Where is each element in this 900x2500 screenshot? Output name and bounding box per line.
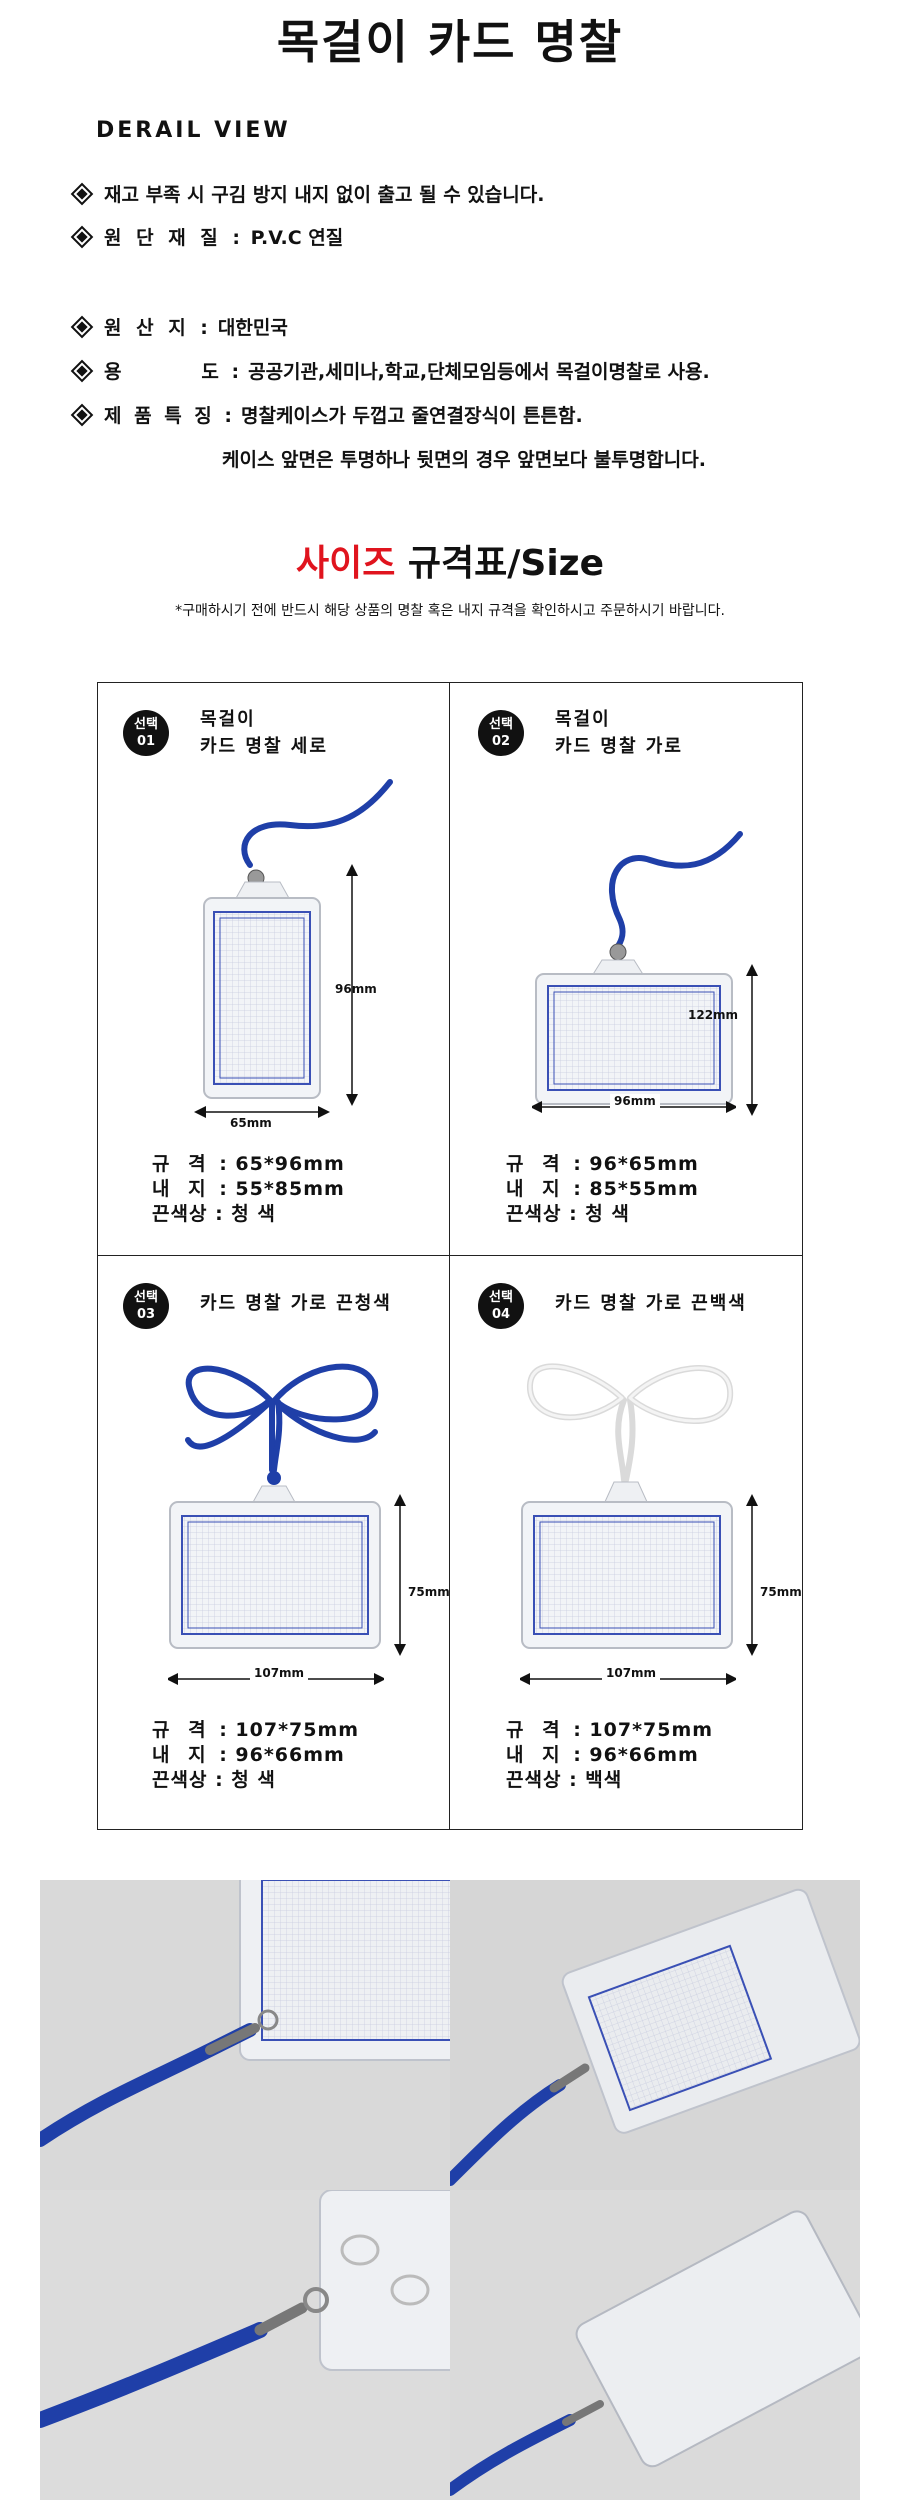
inner-card-frame <box>187 1521 363 1629</box>
spec-row-material: 원 단 재 질 : P.V.C 연질 <box>70 223 344 250</box>
option-badge-03: 선택 03 <box>123 1283 169 1329</box>
option-name-01: 목걸이 카드 명찰 세로 <box>200 706 328 760</box>
badge-number: 04 <box>491 1307 511 1322</box>
inner-card <box>533 1515 721 1635</box>
option-name-line1: 목걸이 <box>555 709 611 730</box>
blue-cord <box>185 1363 379 1473</box>
spec-label: 제 품 특 징 : <box>104 405 235 427</box>
inner-card-frame <box>539 1521 715 1629</box>
clip-ring <box>609 943 627 961</box>
white-cord <box>526 1363 734 1483</box>
option-badge-01: 선택 01 <box>123 710 169 756</box>
vertical-card-holder-illustration <box>194 779 393 1118</box>
spec-insert: 내 지 : 96*66mm <box>152 1744 345 1766</box>
spec-label: 원 산 지 : <box>104 317 212 339</box>
spec-value: P.V.C 연질 <box>243 227 344 249</box>
spec-size: 규 격 : 107*75mm <box>506 1719 714 1741</box>
inner-card-frame <box>553 991 715 1085</box>
horizontal-card-white-cord-illustration <box>521 1363 758 1656</box>
spec-size: 규 격 : 107*75mm <box>152 1719 360 1741</box>
badge-number: 02 <box>491 734 511 749</box>
spec-label: 용 도 : <box>104 361 243 383</box>
option-name-line2: 카드 명찰 세로 <box>200 736 328 757</box>
size-title-rest: 규격표/Size <box>395 543 605 584</box>
option-name-04: 카드 명찰 가로 끈백색 <box>555 1293 747 1314</box>
diamond-bullet-icon <box>70 359 94 382</box>
blue-cord <box>608 831 743 949</box>
spec-cord-color: 끈색상 : 백색 <box>506 1769 623 1791</box>
option-specs-04: 규 격 : 107*75mm 내 지 : 96*66mm 끈색상 : 백색 <box>506 1718 713 1793</box>
option-name-03: 카드 명찰 가로 끈청색 <box>200 1293 392 1314</box>
badge-label: 선택 <box>134 717 158 732</box>
spec-value: 공공기관,세미나,학교,단체모임등에서 목걸이명찰로 사용. <box>248 361 710 383</box>
spec-row-usage: 용 도 : 공공기관,세미나,학교,단체모임등에서 목걸이명찰로 사용. <box>70 357 710 384</box>
spec-cord-color: 끈색상 : 청 색 <box>152 1203 276 1225</box>
spec-insert: 내 지 : 85*55mm <box>506 1178 699 1200</box>
diamond-bullet-icon <box>70 182 94 205</box>
product-photo-3 <box>40 2190 450 2500</box>
badge-number: 03 <box>136 1307 156 1322</box>
cord-knot <box>267 1471 281 1485</box>
option-specs-02: 규 격 : 96*65mm 내 지 : 85*55mm 끈색상 : 청 색 <box>506 1152 699 1227</box>
option-badge-04: 선택 04 <box>478 1283 524 1329</box>
height-label: 96mm <box>335 982 377 996</box>
width-label: 107mm <box>250 1666 309 1680</box>
width-label: 96mm <box>610 1094 660 1108</box>
option-specs-01: 규 격 : 65*96mm 내 지 : 55*85mm 끈색상 : 청 색 <box>152 1152 345 1227</box>
detail-view-heading: DERAIL VIEW <box>96 118 291 143</box>
blue-cord <box>241 779 393 868</box>
option-name-line2: 카드 명찰 가로 <box>555 736 683 757</box>
width-label: 107mm <box>602 1666 661 1680</box>
diamond-bullet-icon <box>70 225 94 248</box>
spec-value: 명찰케이스가 두껍고 줄연결장식이 튼튼함. <box>240 405 583 427</box>
table-divider-vertical <box>449 682 450 1830</box>
diamond-bullet-icon <box>70 403 94 426</box>
option-badge-02: 선택 02 <box>478 710 524 756</box>
option-name-02: 목걸이 카드 명찰 가로 <box>555 706 683 760</box>
table-divider-horizontal <box>97 1255 803 1256</box>
width-label: 65mm <box>230 1116 272 1130</box>
product-photo-4 <box>450 2190 860 2500</box>
inner-card <box>181 1515 369 1635</box>
option-specs-03: 규 격 : 107*75mm 내 지 : 96*66mm 끈색상 : 청 색 <box>152 1718 359 1793</box>
product-photo-2 <box>450 1880 860 2190</box>
height-label: 122mm <box>688 1008 739 1022</box>
spec-size: 규 격 : 65*96mm <box>152 1153 345 1175</box>
inner-card <box>213 911 311 1085</box>
spec-label: 원 단 재 질 : <box>104 227 244 249</box>
spec-value: 재고 부족 시 구김 방지 내지 없이 출고 될 수 있습니다. <box>104 184 545 206</box>
spec-features-continuation: 케이스 앞면은 투명하나 뒷면의 경우 앞면보다 불투명합니다. <box>222 449 706 471</box>
badge-number: 01 <box>136 734 156 749</box>
inner-card <box>547 985 721 1091</box>
spec-cord-color: 끈색상 : 청 색 <box>152 1769 276 1791</box>
spec-insert: 내 지 : 96*66mm <box>506 1744 699 1766</box>
option-name-line1: 목걸이 <box>200 709 256 730</box>
size-table <box>97 682 803 1830</box>
spec-cord-color: 끈색상 : 청 색 <box>506 1203 630 1225</box>
diamond-bullet-icon <box>70 315 94 338</box>
page-title: 목걸이 카드 명찰 <box>276 15 624 69</box>
inner-card-frame <box>219 917 305 1079</box>
height-label: 75mm <box>408 1585 450 1599</box>
spec-insert: 내 지 : 55*85mm <box>152 1178 345 1200</box>
spec-row-origin: 원 산 지 : 대한민국 <box>70 313 288 340</box>
spec-row-stock: 재고 부족 시 구김 방지 내지 없이 출고 될 수 있습니다. <box>70 180 545 207</box>
product-photo-1 <box>40 1880 450 2190</box>
size-title-red: 사이즈 <box>295 543 396 584</box>
holder-tab <box>603 1481 649 1505</box>
spec-value: 대한민국 <box>217 317 288 339</box>
badge-label: 선택 <box>489 717 513 732</box>
size-section-title: 사이즈 규격표/Size <box>0 534 900 586</box>
horizontal-card-holder-illustration <box>535 831 758 1116</box>
size-note: *구매하시기 전에 반드시 해당 상품의 명찰 혹은 내지 규격을 확인하시고 … <box>175 603 725 619</box>
badge-label: 선택 <box>489 1290 513 1305</box>
spec-size: 규 격 : 96*65mm <box>506 1153 699 1175</box>
horizontal-card-blue-cord-illustration <box>169 1363 406 1656</box>
badge-label: 선택 <box>134 1290 158 1305</box>
spec-row-features: 제 품 특 징 : 명찰케이스가 두껍고 줄연결장식이 튼튼함. <box>70 401 583 428</box>
height-label: 75mm <box>760 1585 802 1599</box>
